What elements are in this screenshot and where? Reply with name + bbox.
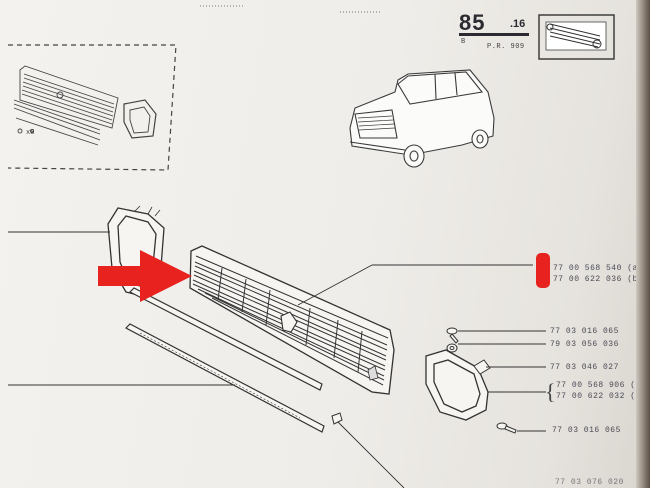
- part-number-surround-a: 77 00 568 906 (a): [556, 381, 647, 390]
- red-arrow-icon: [98, 250, 192, 302]
- part-number-surround-b: 77 00 622 032 (b): [556, 392, 647, 401]
- part-number-nut: 79 03 056 036: [550, 340, 619, 349]
- part-number-grille-a: 77 00 568 540 (a): [553, 264, 644, 273]
- page-edge: [636, 0, 650, 488]
- inset-quantity: x8: [26, 129, 34, 137]
- clip-part: [473, 359, 491, 375]
- screw-part: [446, 327, 459, 344]
- section-label-b: B: [461, 38, 466, 46]
- top-dots: [200, 5, 382, 13]
- header-rule: [459, 33, 529, 36]
- grille-thumbnail-icon: [538, 14, 615, 60]
- lower-screw-part: [496, 422, 517, 434]
- inset-detail-box: x8: [7, 44, 177, 171]
- upper-trim-strip: [128, 287, 323, 391]
- right-headlamp-surround: [425, 349, 489, 421]
- part-number-clip: 77 03 046 027: [550, 363, 619, 372]
- car-illustration-icon: [349, 69, 495, 168]
- part-number-bracket: {: [545, 379, 556, 404]
- front-grille: [189, 245, 395, 395]
- part-number-screw: 77 03 016 065: [550, 327, 619, 336]
- section-number: 85: [459, 10, 486, 35]
- clip-small: [331, 412, 343, 425]
- part-number-grille-b: 77 00 622 036 (b): [553, 275, 644, 284]
- lower-trim-strip: [125, 323, 325, 433]
- grille-badge-icon: [280, 311, 298, 333]
- page-reference: P.R. 909: [487, 43, 525, 51]
- leader-lines: [8, 231, 546, 488]
- section-sub: .16: [510, 18, 526, 30]
- red-highlight-marker: [536, 253, 550, 288]
- part-number-lower-screw: 77 03 016 065: [552, 426, 621, 435]
- part-number-cut-off: 77 03 076 020: [555, 478, 624, 487]
- nut-part: [446, 343, 458, 353]
